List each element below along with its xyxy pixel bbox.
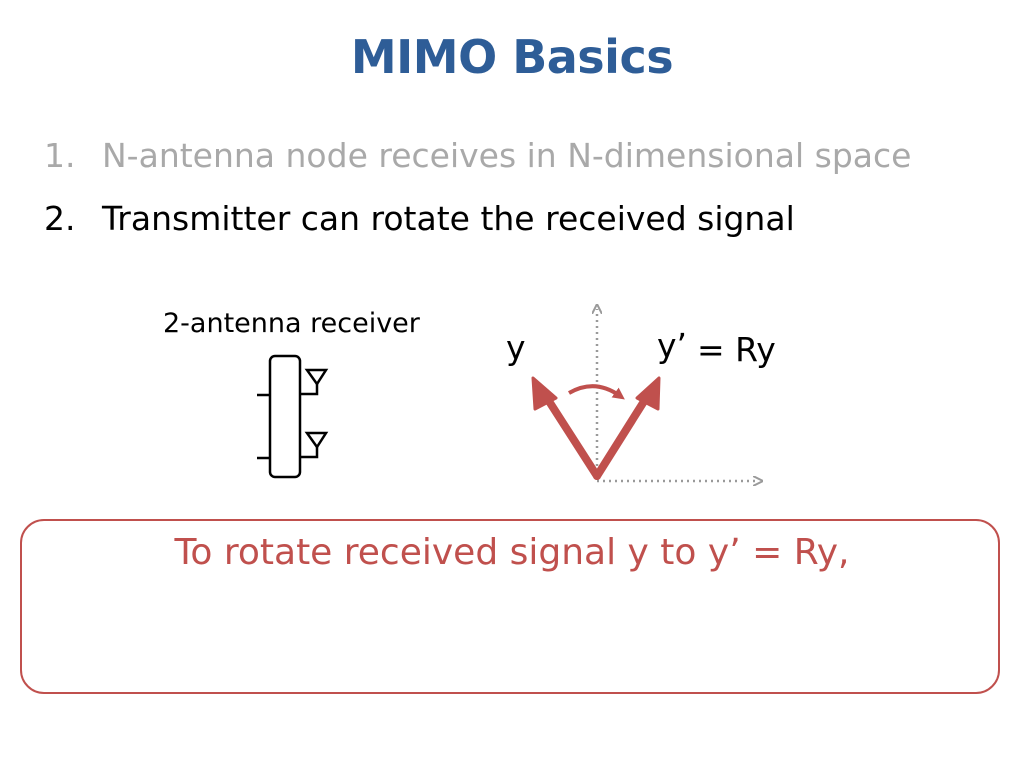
bullet-text: Transmitter can rotate the received sign…	[102, 199, 795, 238]
rotation-arrow	[568, 384, 625, 400]
vector-yprime-label: y’	[657, 326, 688, 365]
callout-box	[20, 519, 1000, 694]
receiver-node-icon	[257, 354, 329, 479]
bullet-text: N-antenna node receives in N-dimensional…	[102, 136, 912, 175]
bullet-number: 1.	[44, 136, 76, 175]
rotation-equation-label: = Ry	[697, 330, 776, 369]
bullet-number: 2.	[44, 199, 76, 238]
vector-y-label: y	[506, 328, 526, 367]
antenna-icon	[300, 431, 329, 459]
antenna-icon	[300, 368, 329, 396]
slide-title: MIMO Basics	[350, 30, 674, 84]
vector-yprime-arrow	[593, 376, 661, 480]
bullet-item-1: 1. N-antenna node receives in N-dimension…	[44, 136, 911, 175]
vector-y-arrow	[531, 376, 601, 480]
bullet-item-2: 2. Transmitter can rotate the received si…	[44, 199, 795, 238]
receiver-body	[268, 354, 302, 479]
receiver-label: 2-antenna receiver	[163, 308, 420, 339]
callout-text: To rotate received signal y to y’ = Ry,	[174, 532, 850, 573]
